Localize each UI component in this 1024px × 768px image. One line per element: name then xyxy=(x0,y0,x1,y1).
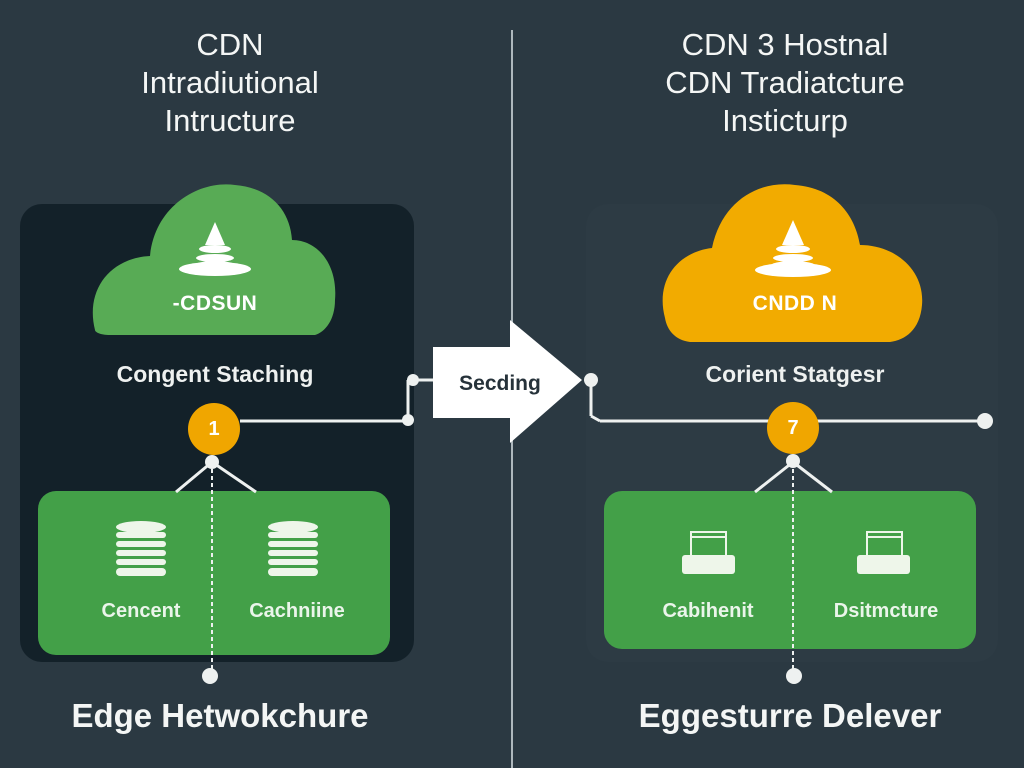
left-section-label: Congent Staching xyxy=(116,361,314,387)
right-title-line-1: CDN 3 Hostnal xyxy=(681,27,889,62)
right-footer-label: Eggesturre Delever xyxy=(638,697,942,734)
right-title: CDN 3 Hostnal CDN Tradiatcture Instictur… xyxy=(600,26,970,140)
connector-node xyxy=(977,413,993,429)
left-storage-box xyxy=(38,491,390,655)
server-tray-icon xyxy=(857,531,910,574)
database-icon xyxy=(268,521,318,576)
left-title-line-1: CDN xyxy=(196,27,264,62)
left-footer-label: Edge Hetwokchure xyxy=(71,697,369,734)
right-item-label-1: Cabihenit xyxy=(662,600,754,622)
right-arrow-icon xyxy=(433,320,582,443)
cone-icon xyxy=(179,222,251,276)
connector-node xyxy=(205,455,219,469)
left-title: CDN Intradiutional Intructure xyxy=(90,26,370,140)
database-icon xyxy=(116,521,166,576)
connector-node xyxy=(402,414,414,426)
right-item-label-2: Dsitmcture xyxy=(833,600,939,622)
arrow-label: Secding xyxy=(459,372,541,395)
right-cloud-label: CNDD N xyxy=(752,292,838,315)
right-storage-box xyxy=(604,491,976,649)
left-title-line-2: Intradiutional xyxy=(141,65,319,100)
server-tray-icon xyxy=(682,531,735,574)
right-section-label: Corient Statgesr xyxy=(705,361,885,387)
right-connectors xyxy=(589,380,985,672)
connector-node xyxy=(202,668,218,684)
step-badge-left: 1 xyxy=(188,403,240,455)
right-title-line-2: CDN Tradiatcture xyxy=(665,65,905,100)
connector-node xyxy=(786,668,802,684)
step-badge-right: 7 xyxy=(767,402,819,454)
left-item-label-1: Cencent xyxy=(101,600,181,622)
left-title-line-3: Intructure xyxy=(164,103,296,138)
left-item-label-2: Cachniine xyxy=(249,600,345,622)
left-cloud-label: -CDSUN xyxy=(172,292,258,315)
right-title-line-3: Insticturp xyxy=(722,103,848,138)
cone-icon xyxy=(755,220,831,277)
connector-node xyxy=(407,374,419,386)
connector-node xyxy=(584,373,598,387)
connector-node xyxy=(786,454,800,468)
